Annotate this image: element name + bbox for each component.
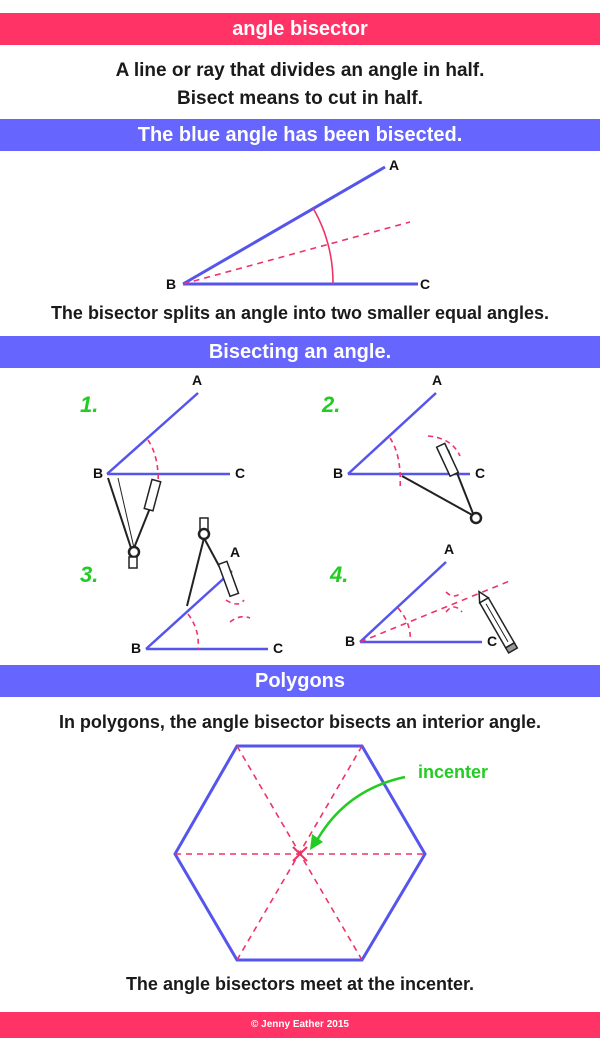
angle-arc: [312, 207, 334, 285]
label-a: A: [230, 544, 240, 560]
step-4: 4. A B C: [329, 541, 519, 655]
arrowhead-icon: [310, 834, 323, 850]
label-c: C: [420, 276, 430, 292]
bisected-angle-diagram: A B C: [166, 157, 430, 292]
ray-ba: [182, 165, 386, 286]
section-heading-bisected: The blue angle has been bisected.: [0, 119, 600, 151]
title-banner: angle bisector: [0, 13, 600, 45]
compass-icon: [107, 477, 162, 569]
compass-arc: [225, 599, 245, 605]
step-number: 4.: [329, 562, 348, 587]
section-heading-text: The blue angle has been bisected.: [137, 124, 463, 146]
definition-line-2: Bisect means to cut in half.: [177, 88, 423, 109]
label-a: A: [432, 372, 442, 388]
definition-line-1: A line or ray that divides an angle in h…: [115, 60, 485, 81]
hexagon-diagram: incenter: [173, 744, 488, 962]
compass-icon: [186, 517, 240, 607]
compass-arc: [397, 607, 412, 643]
compass-arc: [445, 606, 463, 613]
label-a: A: [192, 372, 202, 388]
label-c: C: [487, 633, 497, 649]
label-c: C: [235, 465, 245, 481]
label-a: A: [444, 541, 454, 557]
step-2: 2. A B C: [321, 372, 485, 525]
pencil-icon: [478, 590, 519, 655]
bisector-caption: The bisector splits an angle into two sm…: [50, 303, 550, 323]
step-3: 3. A B C: [80, 517, 283, 656]
step-1: 1. A B C: [80, 372, 245, 569]
incenter-arrow: [314, 775, 406, 843]
label-a: A: [389, 157, 399, 173]
compass-arc: [229, 615, 251, 623]
step-number: 3.: [80, 562, 98, 587]
compass-arc: [187, 613, 200, 650]
section-heading-bisecting: Bisecting an angle.: [0, 336, 600, 368]
incenter-label: incenter: [418, 762, 488, 782]
label-b: B: [333, 465, 343, 481]
step-number: 1.: [80, 392, 98, 417]
copyright-text: © Jenny Eather 2015: [251, 1019, 349, 1030]
step-number: 2.: [321, 392, 340, 417]
compass-arc: [445, 591, 463, 597]
label-b: B: [131, 640, 141, 656]
label-c: C: [475, 465, 485, 481]
section-heading-text: Polygons: [254, 670, 345, 692]
polygon-intro: In polygons, the angle bisector bisects …: [58, 712, 542, 732]
compass-arc: [389, 437, 402, 491]
bisector-line: [359, 579, 513, 643]
compass-arc: [427, 435, 461, 457]
incenter-caption: The angle bisectors meet at the incenter…: [125, 974, 475, 994]
incenter-point: [292, 846, 308, 862]
bisecting-steps-diagram: 1. A B C 2. A B C: [80, 372, 519, 656]
label-b: B: [166, 276, 176, 292]
section-heading-text: Bisecting an angle.: [208, 341, 392, 363]
label-c: C: [273, 640, 283, 656]
compass-icon: [401, 442, 483, 525]
page-title: angle bisector: [232, 18, 368, 40]
label-b: B: [93, 465, 103, 481]
bisector-line: [182, 221, 411, 285]
section-heading-polygons: Polygons: [0, 665, 600, 697]
footer-banner: © Jenny Eather 2015: [0, 1012, 600, 1038]
label-b: B: [345, 633, 355, 649]
